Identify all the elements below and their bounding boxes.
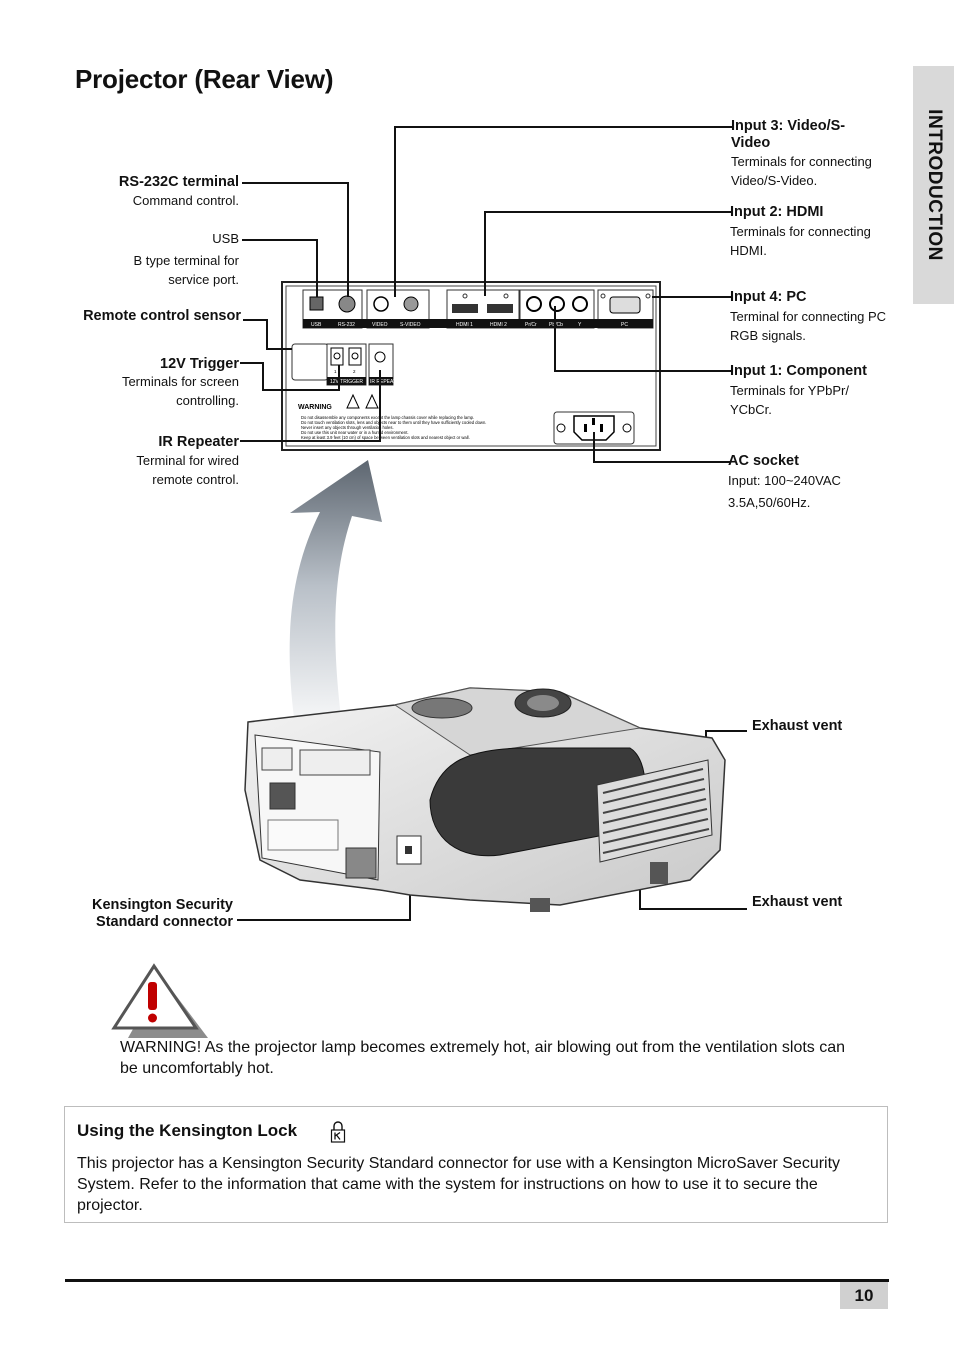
hdmi1-port-icon <box>452 304 478 313</box>
usb-port-icon <box>309 296 324 311</box>
trigger-title: 12V Trigger <box>160 356 239 372</box>
usb-desc: B type terminal for service port. <box>133 253 240 287</box>
svideo-port-icon <box>403 296 419 312</box>
kensington-lock-icon <box>330 1121 346 1143</box>
ir-repeater-desc: Terminal for wired remote control. <box>136 453 239 487</box>
remote-sensor-title: Remote control sensor <box>83 308 241 324</box>
trigger-desc: Terminals for screen controlling. <box>121 374 239 408</box>
kensington-box-text: This projector has a Kensington Security… <box>77 1155 841 1214</box>
warning-text: WARNING! As the projector lamp becomes e… <box>120 1039 846 1077</box>
input3-title: Input 3: Video/S-Video <box>731 118 846 151</box>
kensington-info-box: Using the Kensington Lock This projector… <box>64 1106 888 1223</box>
usb-title: USB <box>212 231 239 246</box>
curved-arrow-icon <box>289 460 382 740</box>
port-label-svideo: S-VIDEO <box>400 322 421 328</box>
port-label-pb: Pb/Cb <box>549 322 563 328</box>
page-number: 10 <box>840 1282 888 1309</box>
trigger-1-label: 1 <box>334 369 337 374</box>
pr-port-icon <box>526 296 542 312</box>
input4-desc: Terminal for connecting PC RGB signals. <box>730 309 887 343</box>
input2-desc: Terminals for connecting HDMI. <box>730 224 871 258</box>
kensington-connector-label: Kensington Security Standard connector <box>92 897 233 930</box>
warning-triangle-icon <box>111 963 208 1038</box>
port-label-hdmi1: HDMI 1 <box>456 322 473 328</box>
exhaust-vent-label-bottom: Exhaust vent <box>752 894 843 910</box>
panel-warning-line: Do not touch ventilation slots, lens and… <box>301 420 486 425</box>
kensington-slot-icon <box>396 835 422 865</box>
panel-warning-line: Never insert any objects through ventila… <box>301 425 394 430</box>
ac-socket-desc-1: Input: 100~240VAC <box>728 473 841 488</box>
port-label-video: VIDEO <box>372 322 388 328</box>
video-port-icon <box>373 296 389 312</box>
page-title: Projector (Rear View) <box>75 64 334 94</box>
y-port-icon <box>572 296 588 312</box>
kensington-box-title: Using the Kensington Lock <box>77 1121 298 1140</box>
ir-repeater-title: IR Repeater <box>158 434 239 450</box>
pb-port-icon <box>549 296 565 312</box>
footer-rule <box>65 1279 889 1282</box>
control-panel-icon <box>411 697 473 719</box>
remote-sensor-window <box>291 343 329 381</box>
rs232-title: RS-232C terminal <box>118 174 239 190</box>
input3-desc: Terminals for connecting Video/S-Video. <box>731 154 872 188</box>
port-label-pr: Pr/Cr <box>525 322 537 328</box>
port-label-rs232: RS-232 <box>338 322 355 328</box>
rs232-port-icon <box>338 295 356 313</box>
exhaust-vent-label-top: Exhaust vent <box>752 718 843 734</box>
port-label-usb: USB <box>311 322 322 328</box>
panel-warning-line: Do not disassemble any components except… <box>301 415 474 420</box>
rs232-desc: Command control. <box>132 193 239 208</box>
ac-socket-title: AC socket <box>728 453 799 469</box>
panel-warning-line: Keep at least 3.9 feet (10 cm) of space … <box>301 435 470 440</box>
panel-warning-heading: WARNING <box>298 404 332 411</box>
trigger-label: 12V TRIGGER <box>330 379 363 385</box>
ir-label: IR REPEATER <box>370 379 403 385</box>
input4-title: Input 4: PC <box>730 289 807 305</box>
ac-socket-desc-2: 3.5A,50/60Hz. <box>728 495 811 510</box>
input1-desc: Terminals for YPbPr/ YCbCr. <box>730 383 849 417</box>
hdmi2-port-icon <box>487 304 513 313</box>
port-label-hdmi2: HDMI 2 <box>490 322 507 328</box>
port-label-y: Y <box>578 322 582 328</box>
trigger-2-label: 2 <box>353 369 356 374</box>
port-label-pc: PC <box>621 322 628 328</box>
vga-port-icon <box>609 296 641 314</box>
input1-title: Input 1: Component <box>730 363 867 379</box>
ac-inlet-icon <box>345 847 377 879</box>
input2-title: Input 2: HDMI <box>730 204 824 220</box>
section-tab: INTRODUCTION <box>913 66 954 304</box>
rear-panel: USB RS-232 VIDEO S-VIDEO HDMI 1 HDMI 2 P… <box>281 281 661 451</box>
panel-warning-line: Do not use this unit near water or in a … <box>301 430 409 435</box>
projector-illustration <box>244 687 726 912</box>
